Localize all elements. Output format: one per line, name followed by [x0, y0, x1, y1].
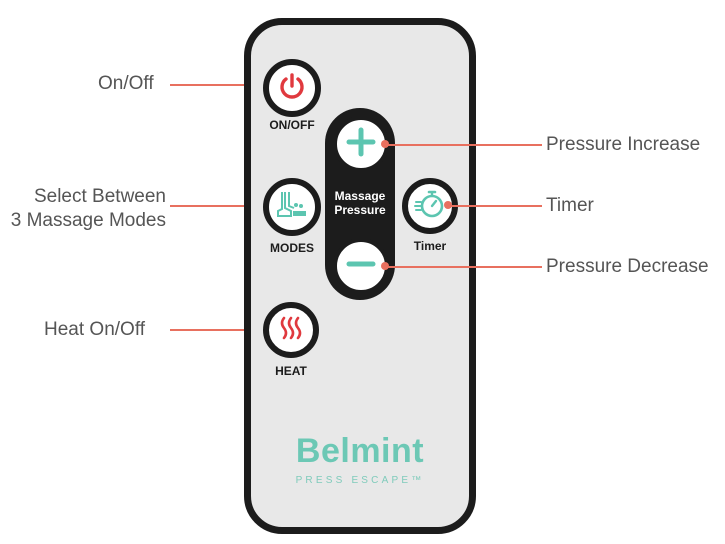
callout-pressure-decrease: Pressure Decrease — [546, 256, 709, 277]
foot-massage-icon — [275, 189, 309, 226]
callout-line-increase — [385, 144, 542, 146]
stopwatch-icon — [414, 188, 446, 225]
callout-select-line1: Select Between — [33, 186, 166, 207]
callout-select-line2: 3 Massage Modes — [10, 210, 166, 231]
brand-tagline: PRESS ESCAPE™ — [295, 475, 425, 486]
minus-icon — [346, 249, 376, 284]
on-off-button[interactable] — [263, 59, 321, 117]
modes-label: MODES — [269, 241, 314, 255]
brand-logo: Belmint — [295, 432, 425, 470]
callout-timer: Timer — [546, 195, 594, 216]
heat-waves-icon — [277, 315, 305, 346]
callout-pressure-increase: Pressure Increase — [546, 134, 701, 155]
callout-on-off: On/Off — [98, 73, 154, 94]
callout-line-timer — [448, 205, 542, 207]
callout-select-modes: Select Between 3 Massage Modes — [0, 185, 166, 233]
timer-label: Timer — [413, 239, 447, 253]
pressure-label-line1: Massage — [334, 189, 386, 203]
power-icon — [277, 71, 307, 106]
callout-line-on-off — [170, 84, 288, 86]
on-off-label: ON/OFF — [269, 118, 315, 132]
plus-icon — [346, 127, 376, 162]
callout-heat: Heat On/Off — [44, 319, 146, 340]
callout-line-modes — [170, 205, 288, 207]
pressure-label-line2: Pressure — [334, 203, 386, 217]
heat-button[interactable] — [263, 302, 319, 358]
modes-button[interactable] — [263, 178, 321, 236]
heat-label: HEAT — [275, 364, 307, 378]
callout-line-decrease — [385, 266, 542, 268]
callout-line-heat — [170, 329, 288, 331]
massage-pressure-label: Massage Pressure — [325, 189, 395, 217]
